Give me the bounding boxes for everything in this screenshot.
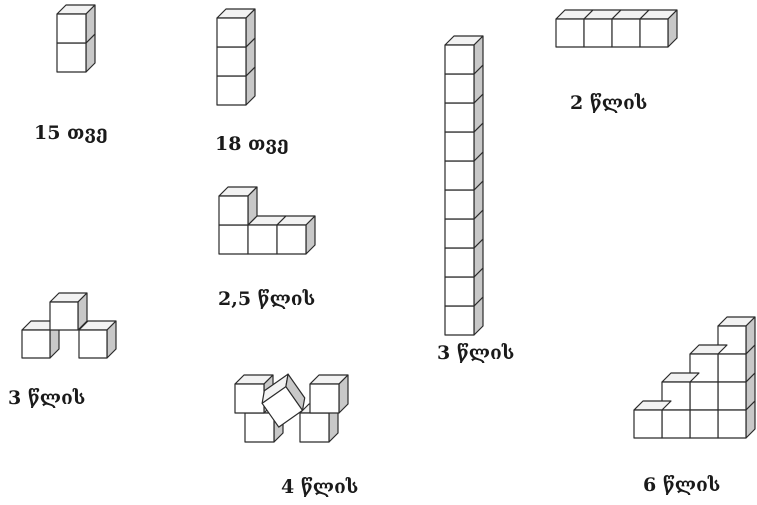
cube (217, 9, 255, 47)
cube-front-face (245, 413, 274, 442)
cube-front-face (277, 225, 306, 254)
cube-front-face (57, 43, 86, 72)
cube-front-face (718, 410, 746, 438)
figure-two-cube-tower (57, 5, 95, 72)
cube-front-face (217, 47, 246, 76)
label-l-shape: 2,5 წლის (218, 290, 315, 309)
cube (277, 216, 315, 254)
cube (662, 410, 690, 438)
cube-front-face (50, 302, 78, 330)
figure-three-cube-tower (217, 9, 255, 105)
figure-l-shape (219, 187, 315, 254)
cube (445, 36, 483, 74)
cube-front-face (640, 19, 668, 47)
cube-front-face (445, 161, 474, 190)
cube-front-face (445, 248, 474, 277)
cube-front-face (217, 76, 246, 105)
cube-front-face (690, 382, 718, 410)
label-three-cube-tower: 18 თვე (215, 135, 289, 154)
cube-front-face (300, 413, 329, 442)
cube-front-face (584, 19, 612, 47)
cube (79, 321, 116, 358)
figure-bridge (22, 293, 116, 358)
figure-tilted-bridge (235, 374, 348, 442)
cube (690, 410, 718, 438)
cube (219, 225, 248, 254)
cube-front-face (57, 14, 86, 43)
label-tilted-bridge: 4 წლის (281, 478, 358, 497)
cube-front-face (22, 330, 50, 358)
cube-front-face (445, 132, 474, 161)
cube-front-face (445, 45, 474, 74)
cube-front-face (235, 384, 264, 413)
cube-front-face (445, 306, 474, 335)
figure-tall-tower (445, 36, 483, 335)
cube-front-face (219, 225, 248, 254)
cube-front-face (445, 103, 474, 132)
cube (57, 5, 95, 43)
cube (310, 375, 348, 413)
cube-front-face (217, 18, 246, 47)
label-staircase: 6 წლის (643, 476, 720, 495)
cube-front-face (310, 384, 339, 413)
cube-front-face (556, 19, 584, 47)
cube-front-face (219, 196, 248, 225)
cube (690, 382, 718, 410)
label-bridge: 3 წლის (8, 389, 85, 408)
cube-front-face (445, 277, 474, 306)
cube-front-face (79, 330, 107, 358)
cube (640, 10, 677, 47)
cube-front-face (248, 225, 277, 254)
cube (50, 293, 87, 330)
label-tall-tower: 3 წლის (437, 344, 514, 363)
figure-staircase (634, 317, 755, 438)
cube-front-face (612, 19, 640, 47)
cube-front-face (690, 410, 718, 438)
cube-front-face (445, 219, 474, 248)
cube-front-face (718, 382, 746, 410)
cube-front-face (662, 410, 690, 438)
cube-front-face (634, 410, 662, 438)
figure-horizontal-train (556, 10, 677, 47)
cube-front-face (445, 74, 474, 103)
label-two-cube-tower: 15 თვე (34, 124, 108, 143)
cube-front-face (718, 354, 746, 382)
label-horizontal-train: 2 წლის (570, 94, 647, 113)
cube-front-face (445, 190, 474, 219)
cube (219, 187, 257, 225)
